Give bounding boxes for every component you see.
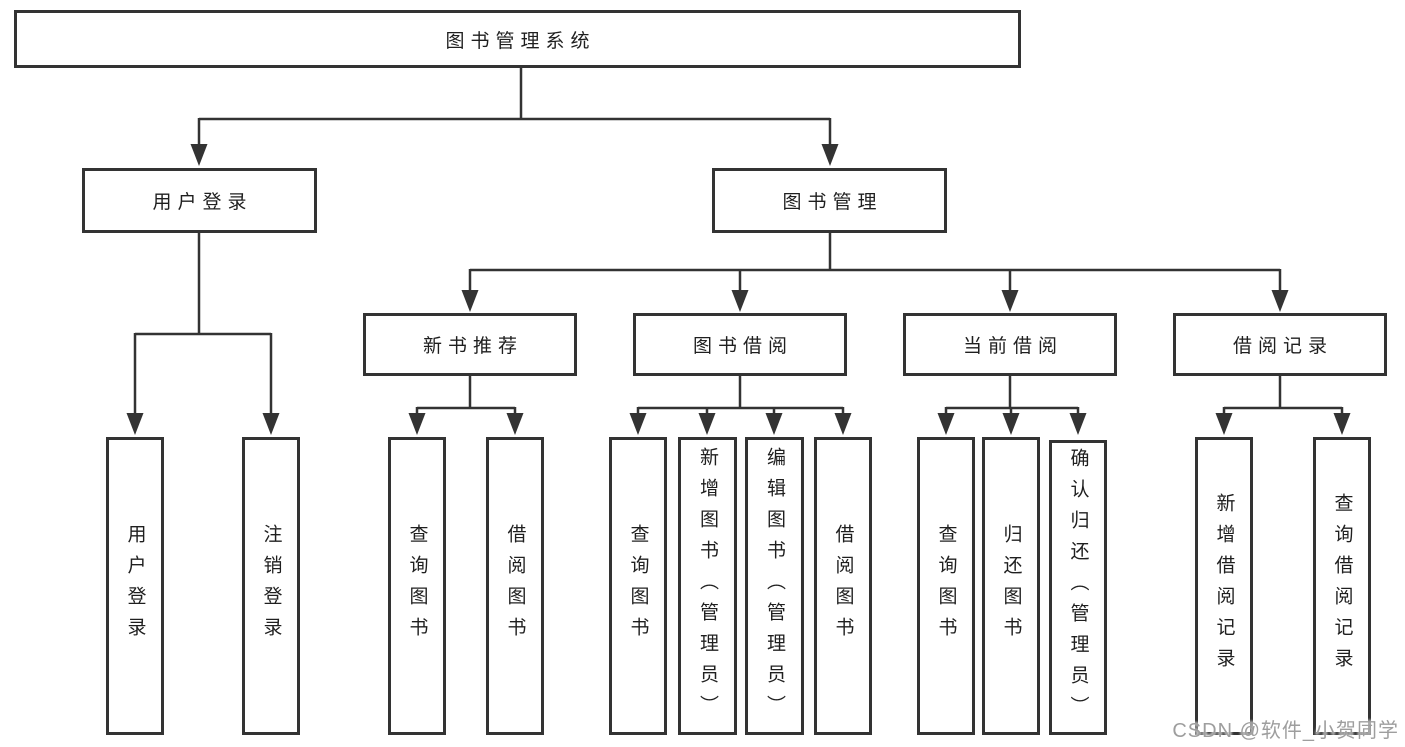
node-label: 新增借阅记录 bbox=[1213, 493, 1235, 679]
node-label: 编辑图书（管理员） bbox=[764, 446, 785, 726]
node-label: 查询图书 bbox=[627, 524, 649, 648]
node-leaf-borrow-books-recommend: 借阅图书 bbox=[486, 437, 544, 735]
node-label: 注销登录 bbox=[260, 524, 282, 648]
node-label: 图书管理 bbox=[782, 192, 883, 213]
node-label: 新增图书（管理员） bbox=[697, 446, 718, 726]
node-leaf-query-books-borrowing: 查询图书 bbox=[609, 437, 667, 735]
node-current-borrowing: 当前借阅 bbox=[903, 313, 1117, 376]
node-label: 借阅图书 bbox=[504, 524, 526, 648]
node-label: 借阅图书 bbox=[832, 524, 854, 648]
node-label: 归还图书 bbox=[1000, 524, 1022, 648]
node-label: 用户登录 bbox=[152, 192, 253, 213]
node-label: 图书借阅 bbox=[692, 336, 793, 357]
node-label: 查询借阅记录 bbox=[1331, 493, 1353, 679]
node-label: 借阅记录 bbox=[1232, 336, 1333, 357]
node-user-login: 用户登录 bbox=[82, 168, 317, 233]
node-label: 当前借阅 bbox=[962, 336, 1063, 357]
node-leaf-return-books: 归还图书 bbox=[982, 437, 1040, 735]
node-book-borrowing: 图书借阅 bbox=[633, 313, 847, 376]
node-leaf-confirm-return-admin: 确认归还（管理员） bbox=[1049, 440, 1107, 735]
node-book-management: 图书管理 bbox=[712, 168, 947, 233]
node-leaf-add-borrow-record: 新增借阅记录 bbox=[1195, 437, 1253, 735]
node-leaf-add-books-admin: 新增图书（管理员） bbox=[678, 437, 737, 735]
node-library-management-system: 图书管理系统 bbox=[14, 10, 1021, 68]
arrowheads bbox=[126, 144, 1351, 435]
node-leaf-query-books-recommend: 查询图书 bbox=[388, 437, 446, 735]
node-leaf-user-login: 用户登录 bbox=[106, 437, 164, 735]
node-label: 查询图书 bbox=[935, 524, 957, 648]
node-borrowing-records: 借阅记录 bbox=[1173, 313, 1387, 376]
node-label: 图书管理系统 bbox=[445, 30, 596, 52]
node-leaf-query-books-current: 查询图书 bbox=[917, 437, 975, 735]
node-leaf-logout: 注销登录 bbox=[242, 437, 300, 735]
csdn-watermark: CSDN @软件_小贺同学 bbox=[1172, 720, 1399, 742]
node-label: 查询图书 bbox=[406, 524, 428, 648]
node-label: 确认归还（管理员） bbox=[1067, 448, 1089, 727]
node-leaf-edit-books-admin: 编辑图书（管理员） bbox=[745, 437, 804, 735]
node-leaf-borrow-books: 借阅图书 bbox=[814, 437, 872, 735]
node-leaf-query-borrow-record: 查询借阅记录 bbox=[1313, 437, 1371, 735]
node-label: 新书推荐 bbox=[422, 336, 523, 357]
node-new-book-recommend: 新书推荐 bbox=[363, 313, 577, 376]
node-label: 用户登录 bbox=[124, 524, 146, 648]
